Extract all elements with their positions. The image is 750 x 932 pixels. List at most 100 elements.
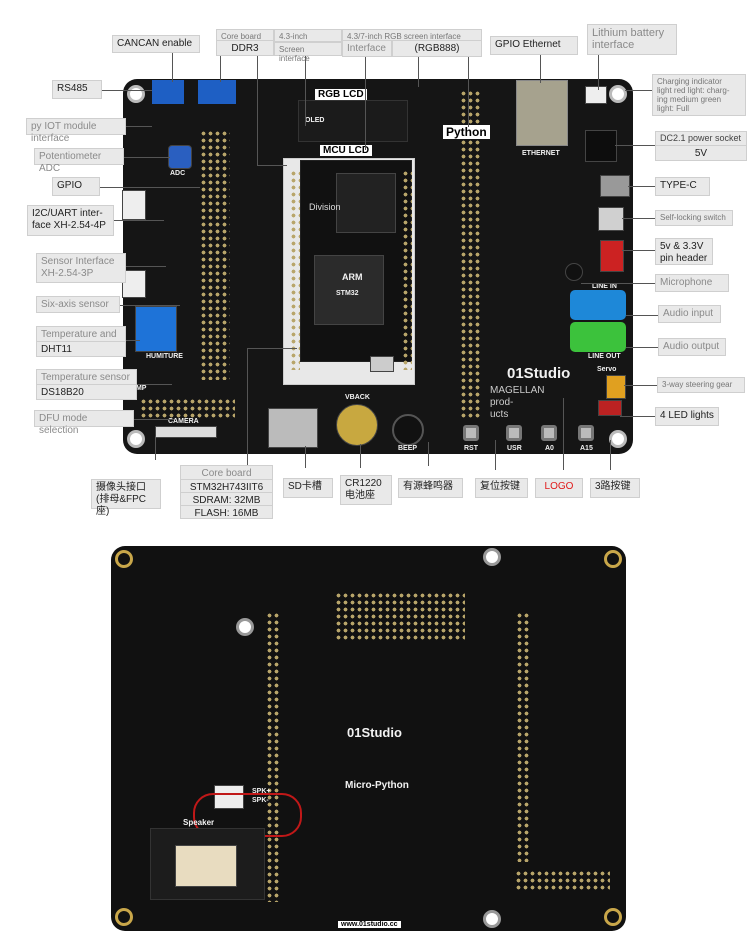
brand-logo: 01Studio: [507, 365, 571, 382]
leader-line: [247, 348, 297, 349]
lithium-label: Lithium battery interface: [587, 24, 677, 55]
ethernet-silk: ETHERNET: [522, 150, 560, 157]
leader-line: [305, 446, 306, 468]
mount-hole: [483, 548, 501, 566]
sd-slot: [268, 408, 318, 448]
camera-silk: CAMERA: [168, 418, 199, 425]
temp-dht-label-1: Temperature and: [36, 326, 126, 342]
humiture-silk: HUMITURE: [146, 353, 183, 360]
typec-label: TYPE-C: [655, 177, 710, 196]
back-header-top: [335, 592, 465, 642]
leader-line: [120, 305, 180, 306]
pyiot-label: py IOT module interface: [26, 118, 126, 144]
rgb888-label: (RGB888): [392, 40, 482, 57]
audio-output-label: Audio output: [658, 338, 726, 356]
leader-line: [365, 55, 366, 150]
rst-button: [463, 425, 479, 441]
python-silk: Python: [443, 125, 490, 139]
audio-input-label: Audio input: [658, 305, 721, 323]
lithium-connector: [585, 86, 607, 104]
buzzer: [392, 414, 424, 446]
a0-silk: A0: [545, 445, 554, 452]
interface-label: Interface: [342, 40, 392, 57]
leader-line: [581, 283, 655, 284]
usr-button: [506, 425, 522, 441]
rs485-label: RS485: [52, 80, 102, 99]
leader-line: [540, 55, 541, 83]
leader-line: [626, 347, 658, 348]
line-in-silk: LINE IN: [592, 283, 617, 290]
a15-silk: A15: [580, 445, 593, 452]
speaker-connector: [214, 785, 244, 809]
leader-line: [628, 186, 655, 187]
core-pins-right: [402, 170, 412, 370]
spk-minus-silk: SPK-: [252, 797, 269, 804]
camera-label: 摄像头接口 (排母&FPC座): [91, 479, 161, 517]
i2c-connector: [122, 190, 146, 220]
rs485-terminal: [152, 80, 184, 104]
reset-label: 复位按键: [475, 478, 528, 498]
adc-silk: ADC: [170, 170, 186, 177]
core-board-label-1: Core board: [180, 465, 273, 480]
six-axis-label: Six-axis sensor: [36, 296, 120, 313]
i2c-uart-label: I2C/UART inter- face XH-2.54-4P: [27, 205, 114, 236]
mount-hole: [236, 618, 254, 636]
gpio-ethernet-label: GPIO Ethernet: [490, 36, 578, 55]
leader-line: [172, 52, 173, 82]
back-header-left: [266, 612, 280, 902]
sensor-connector: [122, 270, 146, 298]
leader-line: [220, 52, 221, 82]
ddr3-label: DDR3: [216, 40, 274, 56]
sd-label: SD卡槽: [283, 478, 333, 498]
leader-line: [102, 90, 152, 91]
mount-hole: [127, 430, 145, 448]
rgb-lcd-header: [298, 100, 408, 142]
temp-ds-label-2: DS18B20: [36, 384, 137, 400]
core-pins-left: [290, 170, 300, 370]
keys-label: 3路按键: [590, 478, 640, 498]
usb-typec-core: [370, 356, 394, 372]
camera-fpc: [155, 426, 217, 438]
core-board-label-4: FLASH: 16MB: [180, 505, 273, 519]
leader-line: [624, 385, 657, 386]
cr1220-label: CR1220 电池座: [340, 475, 392, 505]
mount-hole: [609, 430, 627, 448]
ethernet-port: [516, 80, 568, 146]
leader-line: [360, 444, 361, 468]
rgb-lcd-silk: RGB LCD: [315, 89, 367, 100]
leader-line: [615, 145, 655, 146]
audio-in-jack: [570, 290, 626, 320]
pin-header-red: [600, 240, 624, 272]
leader-line: [418, 57, 419, 87]
leader-line: [610, 440, 611, 470]
usr-silk: USR: [507, 445, 522, 452]
url-silk: www.01studio.cc: [338, 921, 401, 928]
line-out-silk: LINE OUT: [588, 353, 621, 360]
mount-hole: [127, 85, 145, 103]
leader-line: [100, 187, 200, 188]
stm-silk: STM32: [336, 290, 359, 297]
leader-line: [137, 384, 172, 385]
leader-line: [622, 250, 655, 251]
gpio-label: GPIO: [52, 177, 100, 196]
dc-socket: [585, 130, 617, 162]
dfu-label: DFU mode selection: [34, 410, 134, 436]
mount-hole: [609, 85, 627, 103]
leader-line: [620, 416, 655, 417]
leader-line: [134, 419, 174, 420]
a0-button: [541, 425, 557, 441]
leader-line: [126, 126, 152, 127]
leader-line: [495, 440, 496, 470]
mcu-arm-chip: [314, 255, 384, 325]
dc-label-1: DC2.1 power socket: [655, 131, 747, 146]
mount-hole: [604, 550, 622, 568]
leader-line: [257, 55, 258, 165]
gpio-header-right: [460, 90, 480, 420]
dc-label-2: 5V: [655, 145, 747, 161]
arm-silk: ARM: [342, 272, 363, 282]
leader-line: [124, 157, 170, 158]
buzzer-label: 有源蜂鸣器: [398, 478, 463, 498]
leader-line: [114, 220, 164, 221]
leader-line: [155, 436, 156, 460]
back-header-bottom-right: [515, 870, 610, 890]
